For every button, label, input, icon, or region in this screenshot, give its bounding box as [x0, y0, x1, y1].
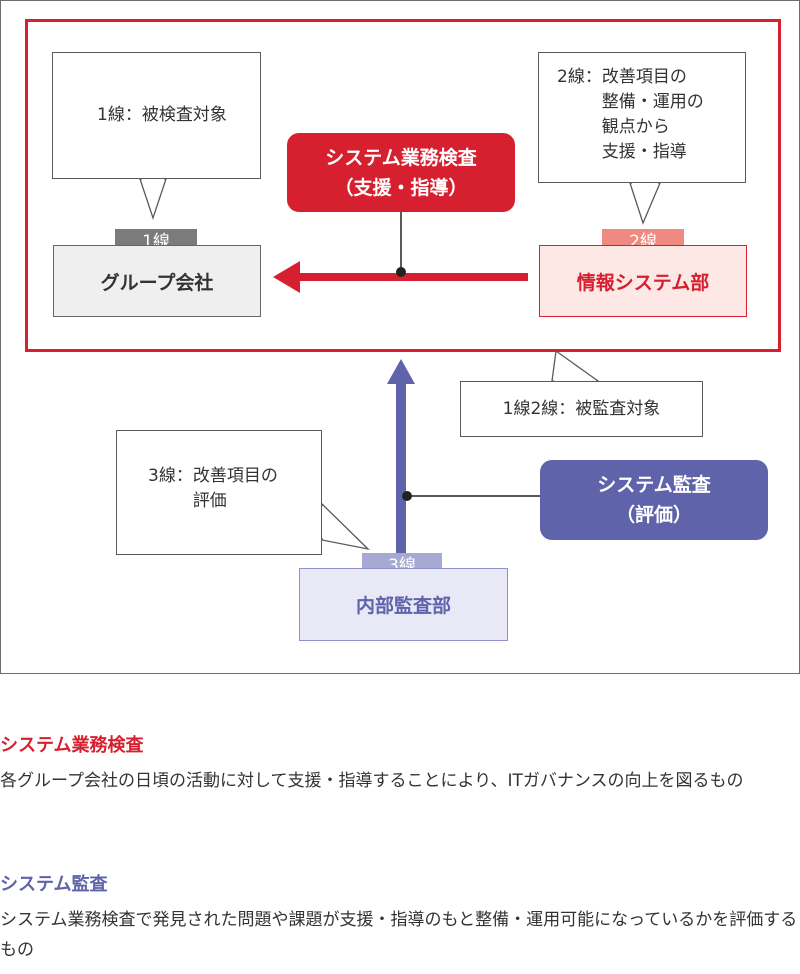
bubble-tail-line12: [551, 349, 601, 382]
box-group-companies: グループ会社: [53, 245, 261, 317]
bubble-line2: 2線：改善項目の 整備・運用の 観点から 支援・指導: [538, 52, 746, 183]
bubble-line12-text: 1線2線：被監査対象: [502, 399, 661, 419]
inspection-label-sub: （支援・指導）: [334, 176, 468, 199]
bubble-line1-text: 1線：被検査対象: [97, 105, 227, 125]
inspection-arrow-shaft: [300, 273, 528, 281]
note-audit-body: システム業務検査で発見された問題や課題が支援・指導のもと整備・運用可能になってい…: [0, 910, 798, 960]
bubble-line2-text: 2線：改善項目の 整備・運用の 観点から 支援・指導: [557, 67, 704, 162]
bubble-tail-line2: [629, 182, 661, 225]
audit-arrow-shaft: [396, 383, 406, 553]
bubble-tail-line1: [139, 178, 167, 221]
note-audit-title: システム監査: [0, 874, 108, 895]
inspection-connector-dot: [396, 267, 406, 277]
bubble-line3: 3線：改善項目の 評価: [116, 430, 322, 555]
bubble-line3-text: 3線：改善項目の 評価: [148, 466, 278, 511]
box-internal-audit-dept: 内部監査部: [299, 568, 508, 641]
bubble-line1: 1線：被検査対象: [52, 52, 261, 179]
audit-label-title: システム監査: [597, 474, 711, 496]
audit-label-sub: （評価）: [615, 504, 692, 526]
audit-connector-dot: [402, 491, 412, 501]
inspection-label-title: システム業務検査: [325, 146, 477, 169]
audit-label: システム監査 （評価）: [540, 460, 768, 540]
bubble-line12: 1線2線：被監査対象: [460, 381, 703, 437]
inspection-arrow-head: [273, 261, 300, 293]
box-info-systems-dept: 情報システム部: [539, 245, 747, 317]
note-inspection-body: 各グループ会社の日頃の活動に対して支援・指導することにより、ITガバナンスの向上…: [0, 771, 744, 791]
audited-scope-frame: [25, 19, 781, 352]
audit-arrow-head: [387, 359, 415, 384]
inspection-label: システム業務検査 （支援・指導）: [287, 133, 515, 212]
note-inspection-title: システム業務検査: [0, 735, 144, 756]
bubble-tail-line3: [321, 502, 371, 551]
